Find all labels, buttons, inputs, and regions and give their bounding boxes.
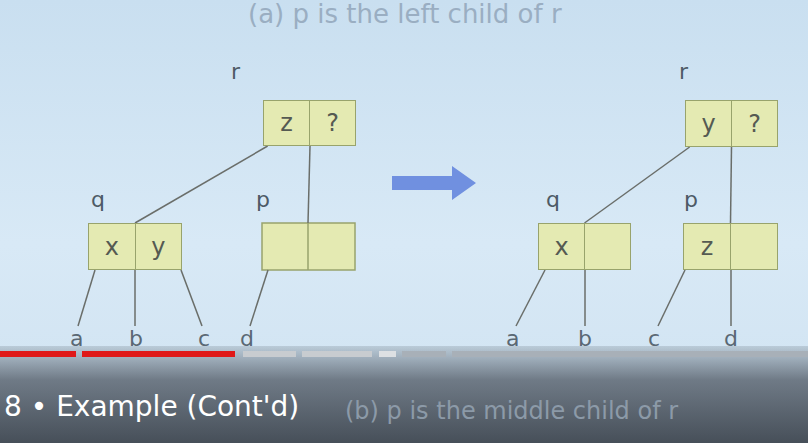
empty-node: [262, 223, 355, 270]
key-cell: [730, 224, 777, 269]
subtree-name: b: [578, 327, 592, 351]
key-text: z: [280, 109, 293, 137]
transform-arrow: [392, 166, 476, 200]
subtree-name: a: [70, 327, 83, 351]
key-cell: z: [684, 224, 730, 269]
key-cell: ?: [731, 101, 777, 146]
tree-node: y?: [685, 100, 778, 147]
subtree-name: d: [240, 327, 254, 351]
subtree-name: b: [129, 327, 143, 351]
key-cell: ?: [309, 101, 355, 145]
subtree-name: d: [724, 327, 738, 351]
key-text: x: [554, 233, 568, 261]
tree-node: z?: [263, 100, 356, 146]
tree-node: xy: [88, 223, 182, 270]
tree-node: z: [683, 223, 778, 270]
slide-heading: (b) p is the middle child of r: [345, 398, 678, 424]
tree-edge: [731, 147, 732, 223]
key-cell: x: [539, 224, 584, 269]
tree-line: [308, 146, 310, 223]
key-cell: x: [89, 224, 135, 269]
tree-node: x: [538, 223, 631, 270]
key-text: z: [701, 233, 714, 261]
cell-divider: [307, 223, 309, 270]
key-text: ?: [326, 109, 339, 137]
subtree-name: a: [506, 327, 519, 351]
key-cell: y: [686, 101, 731, 146]
slide-heading: (a) p is the left child of r: [248, 0, 562, 29]
key-text: y: [701, 110, 715, 138]
key-text: y: [151, 233, 165, 261]
key-cell: y: [135, 224, 182, 269]
key-text: x: [105, 233, 119, 261]
key-cell: [584, 224, 630, 269]
tree-edge: [135, 146, 268, 223]
tree-edge: [585, 147, 690, 223]
node-name: p: [684, 188, 698, 212]
node-name: r: [679, 60, 688, 84]
leaf-lines: [78, 270, 731, 326]
node-name: q: [546, 188, 560, 212]
key-text: ?: [748, 110, 761, 138]
node-name: p: [256, 188, 270, 212]
key-cell: z: [264, 101, 309, 145]
progress-bar: [0, 351, 808, 357]
node-name: r: [231, 60, 240, 84]
subtree-name: c: [648, 327, 660, 351]
video-title: 8 • Example (Cont'd): [4, 392, 299, 423]
subtree-name: c: [198, 327, 210, 351]
node-name: q: [91, 188, 105, 212]
